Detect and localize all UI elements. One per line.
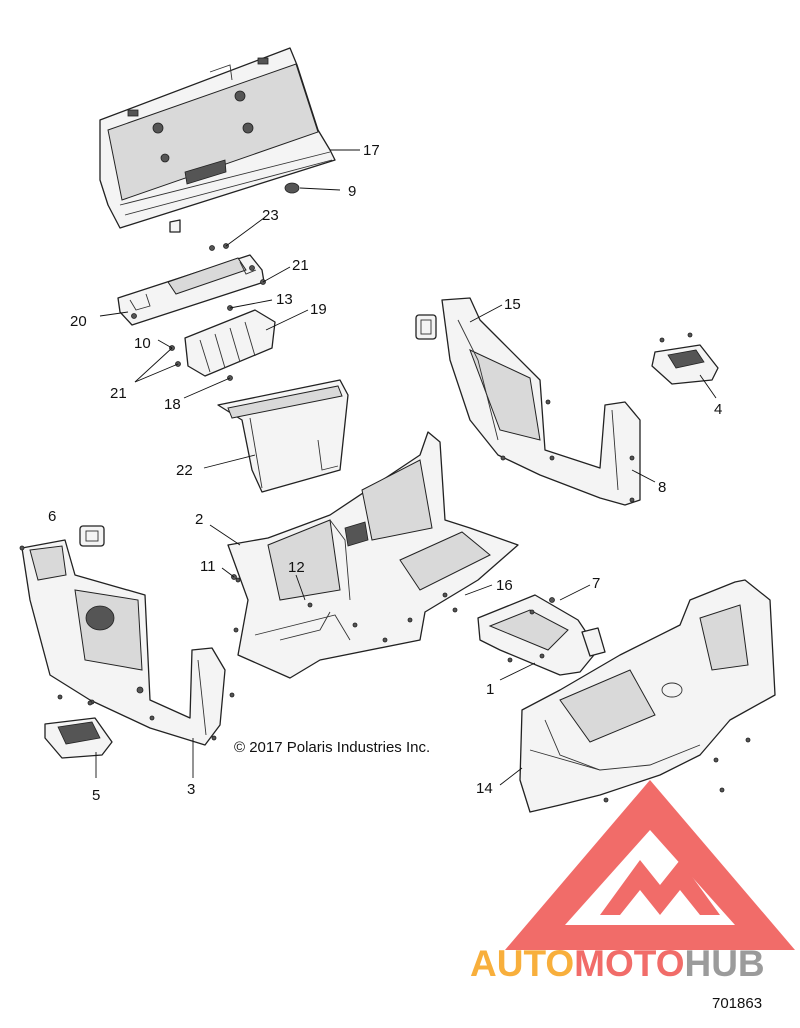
callout-4: 4: [714, 401, 722, 418]
svg-text:AUTOMOTOHUB: AUTOMOTOHUB: [470, 943, 765, 984]
part-22-bin: [217, 379, 349, 493]
callout-20: 20: [70, 313, 87, 330]
callout-18: 18: [164, 396, 181, 413]
part-3-left-panel: [19, 539, 235, 746]
part-15-grommet: [415, 314, 437, 340]
callout-labels: 17 9 23 21 13 19 20 10 21 18 15 4 8 22 2…: [48, 142, 722, 804]
part-4-handle: [651, 332, 719, 385]
callout-21-top: 21: [292, 257, 309, 274]
callout-15: 15: [504, 296, 521, 313]
watermark-text-moto: MOTO: [574, 943, 684, 984]
callout-10: 10: [134, 335, 151, 352]
part-19-cover: [184, 309, 276, 377]
callout-7: 7: [592, 575, 600, 592]
callout-8: 8: [658, 479, 666, 496]
callout-6: 6: [48, 508, 56, 525]
part-23-fasteners: [209, 243, 229, 251]
part-5-handle: [44, 700, 113, 759]
part-8-right-panel: [441, 297, 641, 506]
callout-9: 9: [348, 183, 356, 200]
watermark-inner-mark-icon: [600, 860, 720, 915]
callout-1: 1: [486, 681, 494, 698]
callout-3: 3: [187, 781, 195, 798]
copyright-text: © 2017 Polaris Industries Inc.: [234, 739, 430, 756]
callout-22: 22: [176, 462, 193, 479]
callout-19: 19: [310, 301, 327, 318]
watermark-logo: AUTOMOTOHUB: [470, 780, 795, 984]
callout-2: 2: [195, 511, 203, 528]
part-2-floor-panel: [227, 431, 519, 679]
part-9-plug: [284, 182, 300, 194]
diagram-part-number: 701863: [712, 995, 762, 1012]
watermark-triangle-icon: [505, 780, 795, 950]
callout-12: 12: [288, 559, 305, 576]
part-6-grommet: [79, 525, 105, 547]
callout-16: 16: [496, 577, 513, 594]
part-17-rear-panel: [99, 47, 336, 233]
callout-17: 17: [363, 142, 380, 159]
part-1-cover: [477, 594, 606, 676]
callout-23: 23: [262, 207, 279, 224]
callout-14: 14: [476, 780, 493, 797]
leader-lines: [95, 149, 717, 786]
callout-13: 13: [276, 291, 293, 308]
watermark-text-hub: HUB: [684, 943, 764, 984]
part-14-rear-tub: [519, 579, 776, 813]
callout-11: 11: [200, 558, 216, 575]
watermark-text-auto: AUTO: [470, 943, 574, 984]
part-7-fastener: [529, 597, 555, 615]
callout-21-bottom: 21: [110, 385, 127, 402]
callout-5: 5: [92, 787, 100, 804]
